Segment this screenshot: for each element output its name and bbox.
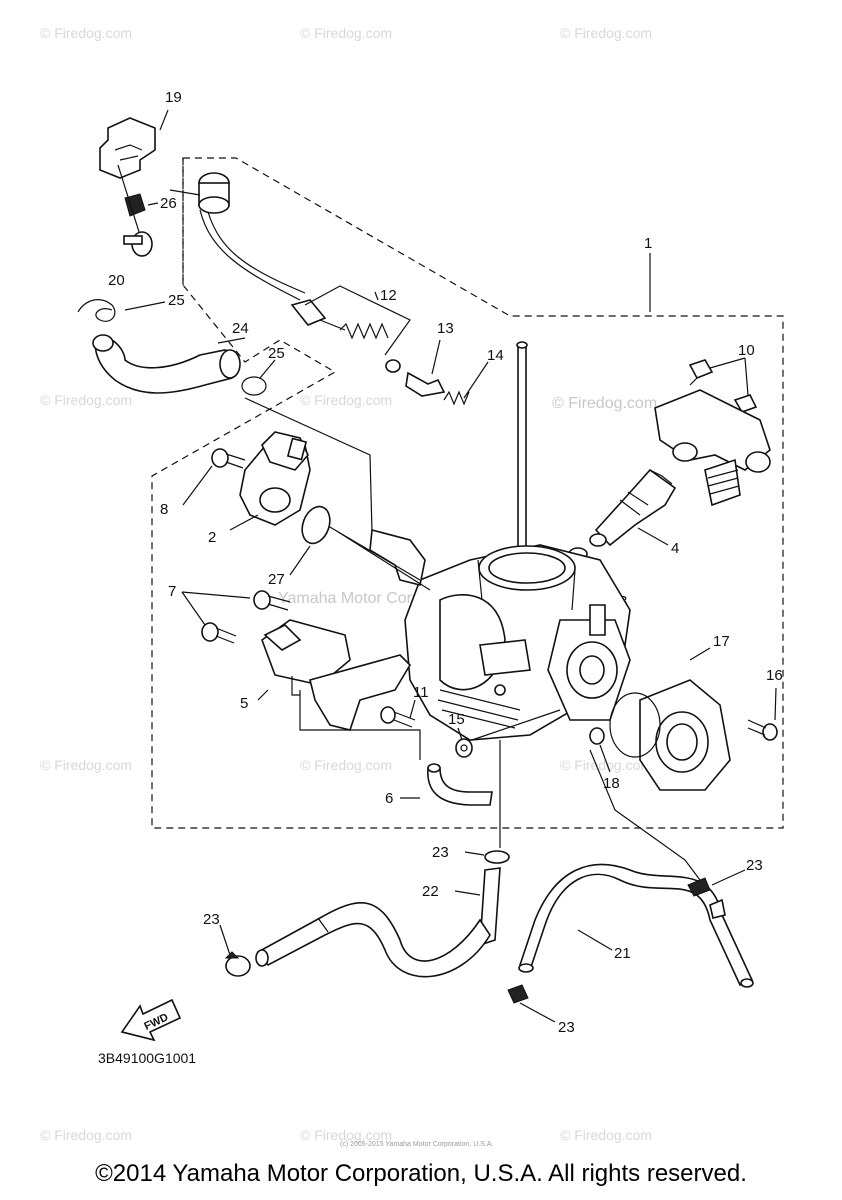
idle-cable-hose <box>169 172 306 301</box>
leader-line <box>589 749 701 881</box>
part-27-o-ring: 27 <box>268 505 331 588</box>
part-17-cover: 17 <box>609 633 731 791</box>
part-label-7: 7 <box>168 583 176 600</box>
watermark: © Firedog.com <box>560 25 652 41</box>
part-16-screw: 16 <box>747 667 783 741</box>
part-22-hose: 22 <box>255 867 501 978</box>
part-label-4: 4 <box>671 540 679 557</box>
drawing-code: 3B49100G1001 <box>98 1050 197 1066</box>
part-label-5: 5 <box>240 695 248 712</box>
part-label-15: 15 <box>448 711 465 728</box>
bypass-hose <box>244 397 431 591</box>
part-label-6: 6 <box>385 790 393 807</box>
part-label-20: 20 <box>108 272 125 289</box>
part-1-label-group: 1 <box>644 235 652 312</box>
part-label-16: 16 <box>766 667 783 684</box>
part-label-27: 27 <box>268 571 285 588</box>
part-15-washer: 15 <box>448 709 561 758</box>
part-label-19: 19 <box>165 89 182 106</box>
part-11-screw: 11 <box>380 684 429 728</box>
part-label-21: 21 <box>614 945 631 962</box>
part-23-clamp-center: 23 <box>432 844 510 864</box>
part-label-24: 24 <box>232 320 249 337</box>
small-print: (c) 2005-2015 Yamaha Motor Corporation, … <box>340 1141 494 1148</box>
part-label-14: 14 <box>487 347 504 364</box>
part-8-screw: 8 <box>160 448 246 518</box>
watermark: © Firedog.com <box>560 1127 652 1143</box>
part-18-nut: 18 <box>589 727 620 792</box>
part-13-screw: 13 <box>405 320 454 397</box>
part-23-clamp-right: 23 <box>687 857 763 897</box>
part-label-26: 26 <box>160 195 177 212</box>
part-25-clip-lower: 25 <box>241 345 285 396</box>
part-label-25b: 25 <box>268 345 285 362</box>
part-4-injector: 4 <box>589 468 679 557</box>
part-23-clamp-left: 23 <box>203 911 251 977</box>
part-19-bracket: 19 <box>99 89 182 179</box>
part-label-25a: 25 <box>168 292 185 309</box>
watermark: © Firedog.com <box>300 392 392 408</box>
part-5-sensor: 5 <box>240 619 412 731</box>
part-label-2: 2 <box>208 529 216 546</box>
part-20-bolt: 20 <box>108 164 153 289</box>
watermark: © Firedog.com <box>40 1127 132 1143</box>
part-label-1: 1 <box>644 235 652 252</box>
part-label-23d: 23 <box>558 1019 575 1036</box>
part-6-hose: 6 <box>299 690 493 807</box>
part-label-13: 13 <box>437 320 454 337</box>
part-label-17: 17 <box>713 633 730 650</box>
forward-arrow-icon: FWD <box>120 998 182 1042</box>
part-7-screws: 7 <box>168 583 291 644</box>
copyright-notice: ©2014 Yamaha Motor Corporation, U.S.A. A… <box>95 1160 747 1187</box>
part-label-22: 22 <box>422 883 439 900</box>
part-label-8: 8 <box>160 501 168 518</box>
assembly-outline-1 <box>151 157 784 829</box>
part-26-clip: 26 <box>124 193 177 217</box>
part-12-plunger-set: 12 <box>290 285 411 373</box>
vacuum-tube <box>516 341 528 556</box>
part-label-18: 18 <box>603 775 620 792</box>
watermark: © Firedog.com <box>300 757 392 773</box>
part-21-hose: 21 <box>518 863 754 988</box>
part-24-hose: 24 <box>92 320 249 394</box>
part-label-23b: 23 <box>203 911 220 928</box>
watermark: © Firedog.com <box>40 25 132 41</box>
watermark: © Firedog.com <box>40 757 132 773</box>
part-23-clamp-bottom: 23 <box>507 984 575 1036</box>
part-2-sensor: 2 <box>208 431 311 546</box>
part-25-clip-upper: 25 <box>77 292 185 322</box>
part-label-12: 12 <box>380 287 397 304</box>
part-label-23a: 23 <box>432 844 449 861</box>
throttle-body <box>404 544 631 741</box>
watermark: © Firedog.com <box>560 757 652 773</box>
watermark: © Firedog.com <box>40 392 132 408</box>
part-label-11: 11 <box>413 684 429 701</box>
part-14-spring: 14 <box>443 347 504 406</box>
delivery-pipe <box>654 389 771 507</box>
part-label-10: 10 <box>738 342 755 359</box>
watermark: © Firedog.com <box>300 25 392 41</box>
watermark: © Firedog.com <box>552 395 657 412</box>
watermark: © Firedog.com <box>300 1127 392 1143</box>
part-label-23c: 23 <box>746 857 763 874</box>
part-10-bolts: 10 <box>688 342 758 419</box>
